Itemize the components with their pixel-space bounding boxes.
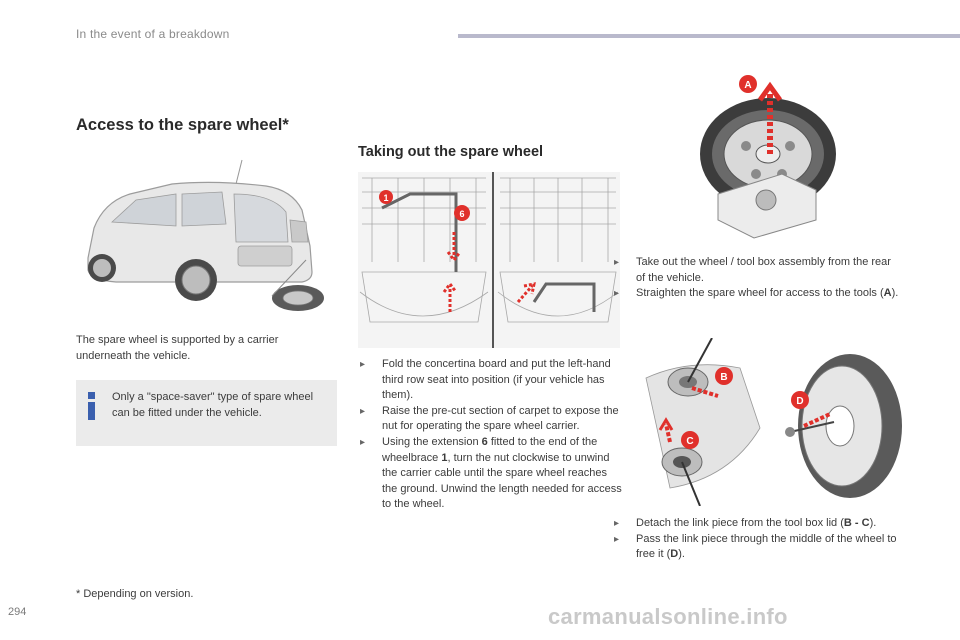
page-number: 294 xyxy=(8,606,27,618)
note-box xyxy=(76,380,337,446)
removal-steps: ▸Take out the wheel / tool box assembly … xyxy=(612,255,902,302)
intro-paragraph: The spare wheel is supported by a carrie… xyxy=(76,334,279,362)
callout-c: C xyxy=(686,436,693,447)
watermark: carmanualsonline.info xyxy=(548,604,788,629)
header-rule xyxy=(458,34,960,38)
callout-d: D xyxy=(796,396,803,407)
list-item: ▸Raise the pre-cut section of carpet to … xyxy=(360,404,619,433)
list-item: ▸Fold the concertina board and put the l… xyxy=(360,358,611,402)
link-piece-illustration: B C D xyxy=(645,338,902,506)
list-item: ▸Straighten the spare wheel for access t… xyxy=(612,286,902,302)
callout-b: B xyxy=(720,372,727,383)
section-header: In the event of a breakdown xyxy=(76,27,230,41)
footnote: * Depending on version. xyxy=(76,588,194,600)
boot-illustration: 1 6 xyxy=(358,172,620,348)
callout-1: 1 xyxy=(383,193,388,203)
list-item: ▸Take out the wheel / tool box assembly … xyxy=(614,256,891,284)
taking-out-steps: ▸Fold the concertina board and put the l… xyxy=(358,357,624,513)
callout-6: 6 xyxy=(459,209,464,219)
info-icon xyxy=(88,392,95,420)
arrow-bullet-icon: ▸ xyxy=(360,436,366,448)
car-rear-illustration xyxy=(87,159,324,311)
wheel-toolbox-illustration: A xyxy=(700,75,836,239)
list-item: ▸Pass the link piece through the middle … xyxy=(614,532,897,561)
arrow-bullet-icon: ▸ xyxy=(614,518,620,529)
note-text: Only a "space-saver" type of spare wheel… xyxy=(112,391,314,419)
callout-a: A xyxy=(744,80,751,91)
list-item: ▸Detach the link piece from the tool box… xyxy=(612,516,902,532)
section-subtitle: Taking out the spare wheel xyxy=(358,144,544,160)
arrow-bullet-icon: ▸ xyxy=(360,359,366,370)
link-piece-steps: ▸Detach the link piece from the tool box… xyxy=(612,516,902,563)
page-title: Access to the spare wheel* xyxy=(76,116,289,134)
list-item: ▸Using the extension 6 fitted to the end… xyxy=(360,435,622,511)
arrow-bullet-icon: ▸ xyxy=(614,288,620,300)
arrow-bullet-icon: ▸ xyxy=(360,405,366,417)
arrow-bullet-icon: ▸ xyxy=(614,257,620,268)
arrow-bullet-icon: ▸ xyxy=(614,533,620,545)
